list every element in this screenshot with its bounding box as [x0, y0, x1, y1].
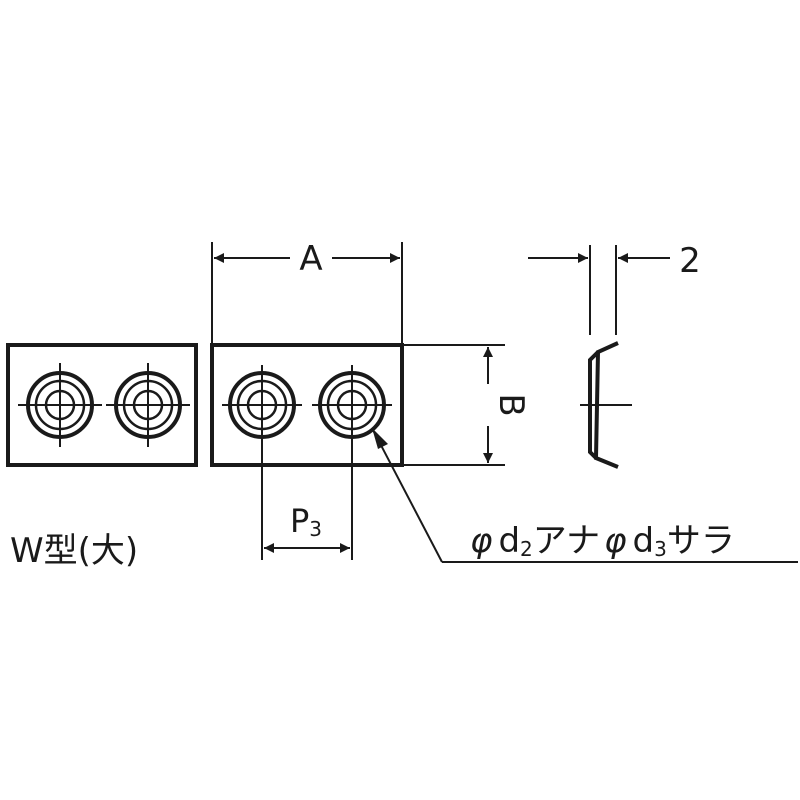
dimension-b: B — [404, 344, 531, 466]
callout-phi-2: φ — [604, 521, 627, 561]
left-plate-outline — [6, 343, 198, 467]
dim-p3-label: P3 — [290, 502, 322, 541]
dimension-p3: P3 — [264, 502, 350, 553]
dim-thickness-label: 2 — [679, 241, 701, 281]
callout-ana: アナ — [533, 521, 600, 561]
left-plate-hole-2 — [106, 363, 190, 447]
callout-sub-3: 3 — [654, 537, 667, 561]
type-name-label: W型(大) — [10, 531, 138, 571]
main-plate-hole-1 — [222, 365, 302, 560]
dimension-a: A — [211, 239, 403, 345]
left-plate-view — [6, 343, 198, 467]
main-plate-hole-2 — [312, 365, 392, 560]
callout-d-2: d — [633, 521, 655, 561]
callout-phi-1: φ — [470, 521, 493, 561]
dim-b-label: B — [491, 393, 531, 416]
side-profile-view: 2 — [528, 241, 701, 469]
dim-a-label: A — [299, 239, 322, 279]
left-plate-hole-1 — [18, 363, 102, 447]
dim-p3-main: P — [290, 502, 309, 540]
main-plate-outline — [210, 343, 404, 467]
dim-p3-sub: 3 — [309, 517, 322, 541]
callout-sara: サラ — [667, 521, 735, 561]
callout-sub-2: 2 — [520, 537, 533, 561]
callout-d-1: d — [498, 521, 520, 561]
